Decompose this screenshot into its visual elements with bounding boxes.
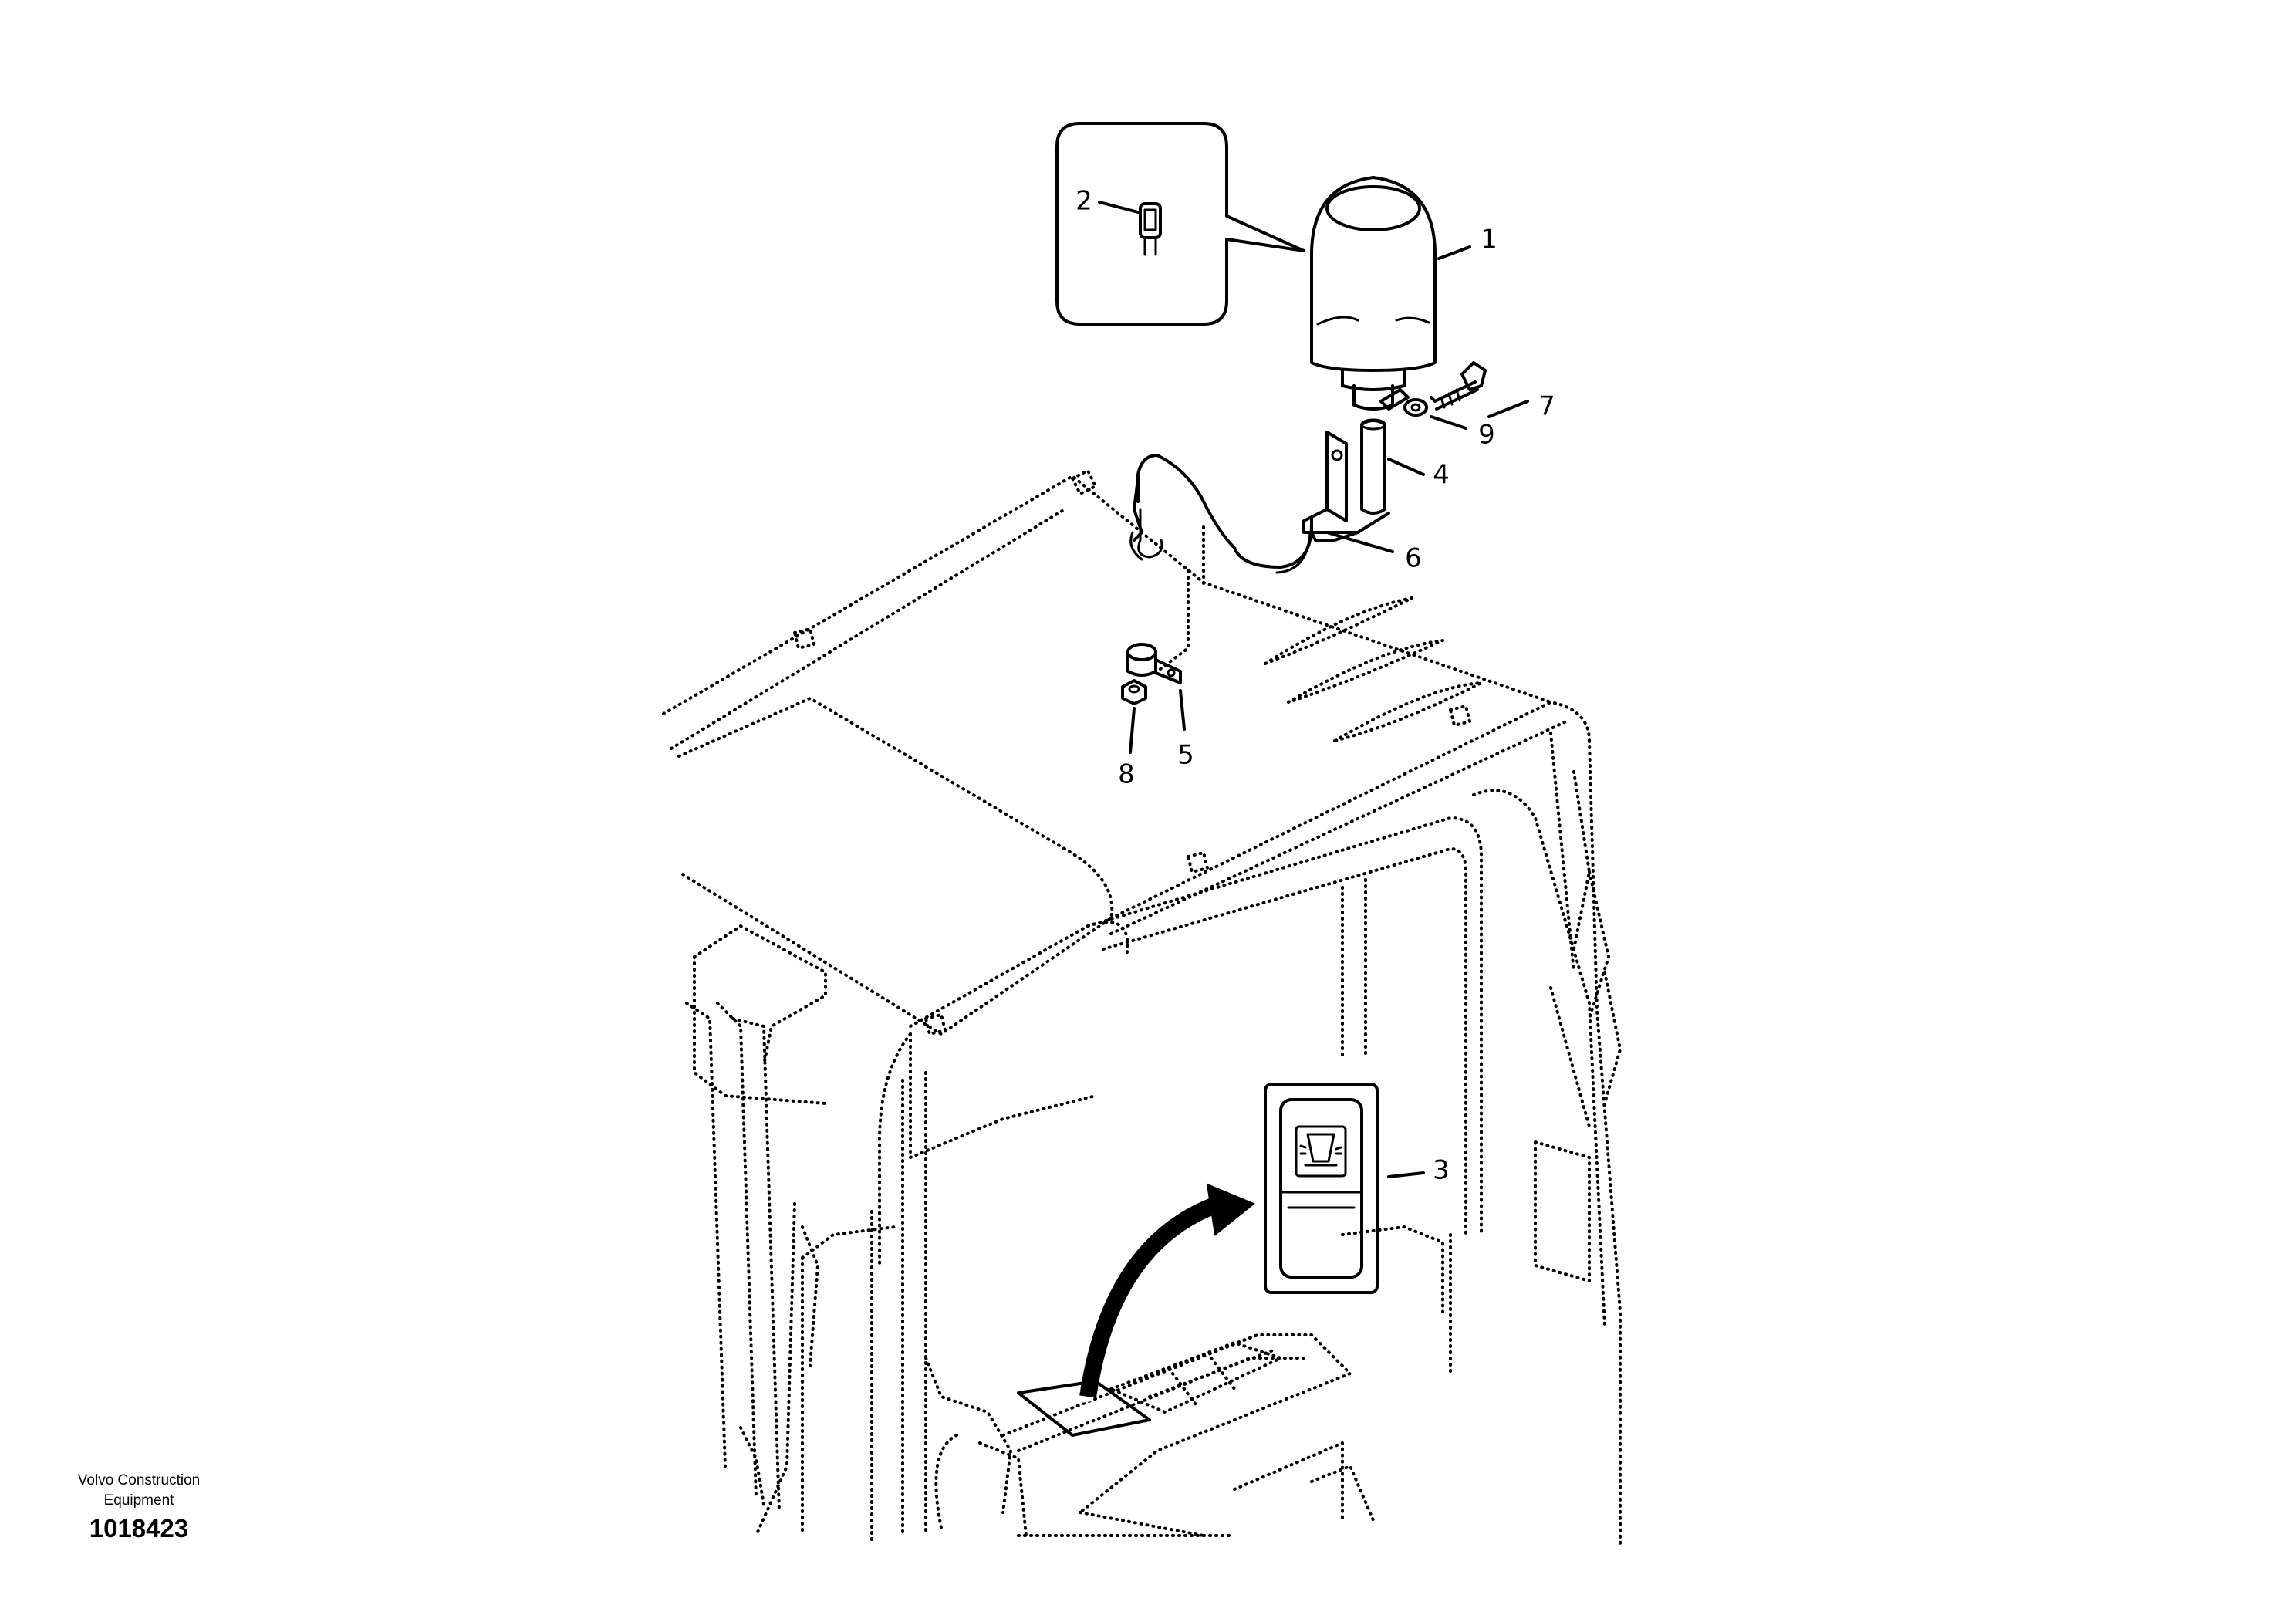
beacon-switch-inset bbox=[1017, 1083, 1379, 1437]
callout-3: 3 bbox=[1433, 1155, 1450, 1186]
callout-6: 6 bbox=[1405, 543, 1422, 574]
caption-line-1: Volvo Construction bbox=[77, 1472, 201, 1489]
callout-4: 4 bbox=[1433, 460, 1450, 491]
callout-9: 9 bbox=[1478, 420, 1495, 451]
callout-2: 2 bbox=[1075, 186, 1092, 217]
nut-part bbox=[1121, 679, 1147, 705]
document-number: 1018423 bbox=[89, 1514, 189, 1543]
callout-7: 7 bbox=[1538, 391, 1555, 422]
callout-1: 1 bbox=[1481, 225, 1497, 255]
caption-line-2: Equipment bbox=[103, 1492, 174, 1509]
mounting-bracket-part bbox=[1302, 418, 1390, 542]
bulb-detail-inset bbox=[1055, 122, 1305, 326]
leader-lines bbox=[1098, 201, 1529, 1178]
manufacturer-caption: Volvo Construction Equipment bbox=[46, 1471, 231, 1511]
washer-part bbox=[1403, 398, 1428, 417]
callout-5: 5 bbox=[1177, 740, 1194, 771]
cable-clip-part bbox=[1126, 643, 1182, 684]
cab-outline bbox=[662, 469, 1622, 1545]
callout-8: 8 bbox=[1118, 759, 1135, 790]
cable-harness-part bbox=[1129, 454, 1313, 574]
callout-labels: 2 1 3 4 5 6 7 8 9 bbox=[1075, 186, 1555, 1186]
beacon-lamp-part bbox=[1310, 176, 1437, 411]
screw-part bbox=[1430, 361, 1487, 411]
